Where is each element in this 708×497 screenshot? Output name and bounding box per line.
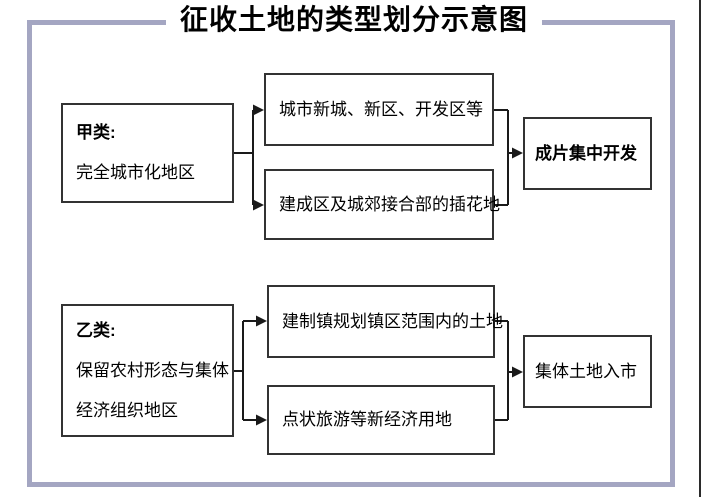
arrow-icon — [256, 414, 267, 426]
source-box-type-b-heading: 乙类: — [76, 320, 116, 340]
result-box-collective-land-market: 集体土地入市 — [523, 335, 652, 408]
branch-box-new-districts-label: 城市新城、新区、开发区等 — [279, 99, 483, 119]
arrow-icon — [253, 104, 264, 116]
branch-box-town-planning-land: 建制镇规划镇区范围内的土地 — [267, 285, 503, 358]
source-box-type-a-line: 完全城市化地区 — [76, 163, 195, 182]
diagram-title: 征收土地的类型划分示意图 — [165, 0, 543, 40]
branch-box-tourism-economy-land-label: 点状旅游等新经济用地 — [282, 410, 452, 429]
source-box-type-b-line1: 保留农村形态与集体 — [76, 360, 229, 380]
result-box-concentrated-development-label: 成片集中开发 — [535, 143, 637, 163]
branch-box-built-up-areas: 建成区及城郊接合部的插花地 — [264, 169, 500, 240]
source-box-type-b-line2: 经济组织地区 — [76, 400, 178, 420]
source-box-type-a-heading: 甲类: — [76, 123, 116, 142]
branch-box-new-districts: 城市新城、新区、开发区等 — [264, 73, 494, 146]
result-box-concentrated-development: 成片集中开发 — [523, 117, 652, 190]
result-box-collective-land-market-label: 集体土地入市 — [535, 361, 637, 381]
arrow-icon — [256, 315, 267, 327]
branch-box-built-up-areas-label: 建成区及城郊接合部的插花地 — [279, 194, 500, 214]
page-edge-line — [699, 0, 701, 497]
source-box-type-b: 乙类: 保留农村形态与集体 经济组织地区 — [61, 304, 234, 437]
branch-box-town-planning-land-label: 建制镇规划镇区范围内的土地 — [282, 311, 503, 331]
branch-box-tourism-economy-land: 点状旅游等新经济用地 — [267, 385, 495, 455]
source-box-type-a: 甲类: 完全城市化地区 — [61, 103, 234, 203]
arrow-icon — [512, 147, 523, 159]
arrow-icon — [253, 199, 264, 211]
arrow-icon — [512, 366, 523, 378]
